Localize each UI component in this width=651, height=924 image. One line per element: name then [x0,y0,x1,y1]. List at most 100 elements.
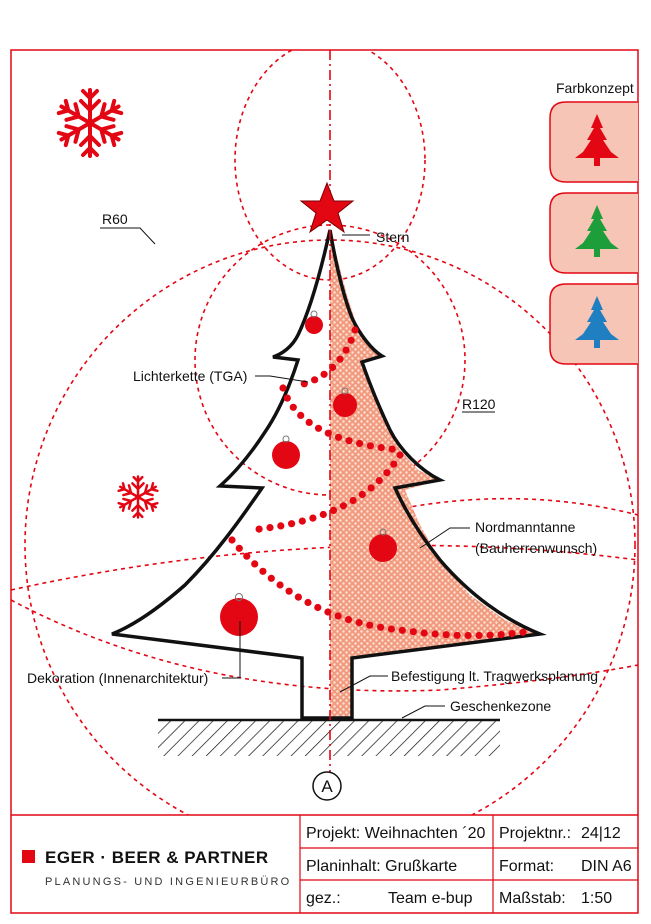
massstab-value: 1:50 [581,890,612,907]
tree-icon [575,114,619,166]
axis-label: A [321,777,333,796]
light-chain [228,326,527,640]
projektnr-value: 24|12 [581,825,621,842]
label-r120: R120 [462,396,496,412]
planinhalt-field: Planinhalt: Grußkarte [306,858,457,875]
color-concept-blue [549,283,638,365]
ground-hatch [158,720,500,756]
light-bulb [508,630,516,638]
color-concept-green [549,192,638,274]
light-bulb [298,517,306,525]
light-bulb [309,514,317,522]
light-bulb [324,608,332,616]
light-bulb [366,621,374,629]
light-bulb [276,581,284,589]
gez-value: Team e-bup [388,890,473,907]
tree-icon [575,296,619,348]
label-stern: Stern [376,229,409,245]
light-bulb [334,612,342,620]
light-bulb [453,631,461,639]
light-bulb [305,418,313,426]
light-bulb [431,630,439,638]
light-bulb [294,593,302,601]
label-bauherrenwunsch: (Bauherrenwunsch) [475,540,597,556]
projekt-field: Projekt: Weihnachten ´20 [306,825,485,842]
light-bulb [355,619,363,627]
light-bulb [358,490,366,499]
light-bulb [396,451,404,459]
label-r60: R60 [102,211,128,227]
light-bulb [329,363,337,371]
light-bulb [356,439,364,448]
light-bulb [497,631,505,639]
massstab-label: Maßstab: [499,890,566,907]
title-block: EGER · BEER & PARTNER PLANUNGS- UND INGE… [11,814,638,913]
star-icon [299,181,355,234]
light-bulb [390,460,398,468]
label-befestigung: Befestigung lt. Tragwerksplanung [391,668,598,684]
light-bulb [342,346,350,354]
light-bulb [377,623,385,631]
format-label: Format: [499,858,554,875]
light-bulb [311,376,319,384]
label-geschenkezone: Geschenkezone [450,698,551,714]
snowflake-icon [117,475,159,519]
tree-outline [111,229,547,720]
light-bulb [314,424,323,432]
light-bulb [344,616,353,624]
drawing-frame [10,49,639,914]
light-bulb [442,631,450,639]
light-bulb [334,433,343,441]
lower-construction-arc [11,599,638,692]
label-nordmanntanne: Nordmanntanne [475,519,576,535]
light-bulb [375,477,383,485]
light-bulb [339,502,347,510]
light-bulb [320,370,328,378]
light-bulb [277,522,285,530]
light-bulb [289,403,297,411]
light-bulb [349,496,357,505]
light-bulb [351,326,359,334]
gez-label: gez.: [306,890,341,907]
light-bulb [283,394,291,402]
light-bulb [367,484,375,492]
leader-lines [100,227,495,719]
label-farbkonzept: Farbkonzept [556,80,634,96]
light-bulb [519,628,527,636]
format-value: DIN A6 [581,858,632,875]
light-bulb [255,525,263,533]
light-bulb [235,544,243,552]
label-lichterkette: Lichterkette (TGA) [133,368,247,384]
light-bulb [377,444,385,452]
tree-fill-right-half [330,230,540,718]
light-bulb [347,336,355,344]
bauble-middle [333,387,357,417]
light-bulb [285,587,293,595]
bauble-large [220,593,258,636]
light-bulb [297,411,305,419]
light-bulb [314,603,322,612]
light-bulb [420,629,428,637]
light-bulb [387,625,395,633]
light-bulb [243,552,251,560]
light-bulb [409,628,417,636]
light-bulb [486,631,494,639]
middle-construction-arc [11,544,638,591]
light-bulb [398,626,406,634]
light-bulb [388,445,396,453]
bauble-left [272,435,300,469]
light-bulb [345,437,353,445]
light-bulb [319,510,327,519]
light-bulb [251,560,259,568]
projektnr-label: Projektnr.: [499,825,571,842]
light-bulb [475,631,483,640]
color-concept-red [549,101,638,183]
snowflake-icon [56,88,124,158]
light-bulb [324,429,332,437]
light-bulb [383,469,391,477]
light-bulb [288,520,296,528]
axis-marker [312,771,342,801]
light-bulb [336,355,344,363]
light-bulb [259,567,267,575]
